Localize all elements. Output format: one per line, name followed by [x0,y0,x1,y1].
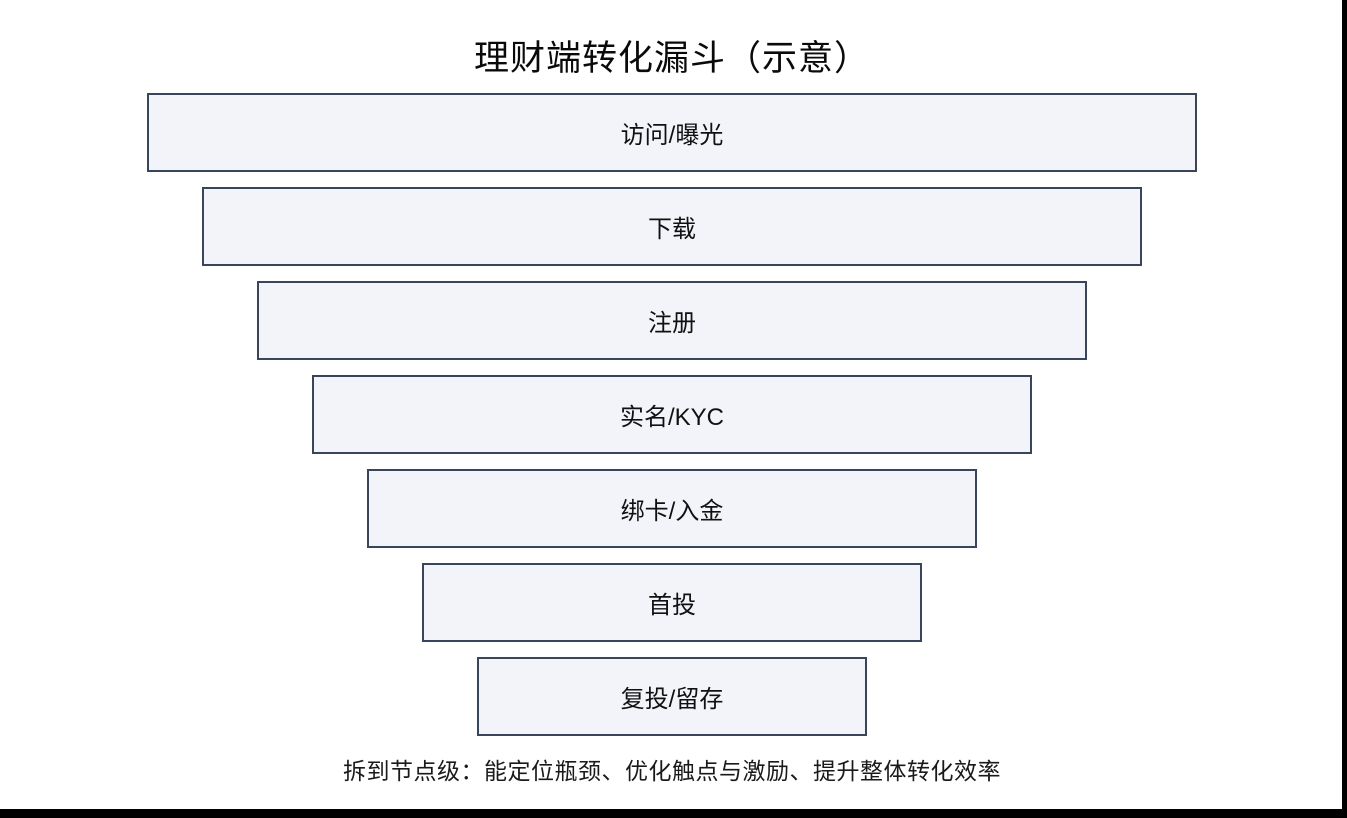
funnel-stage-bindcard-deposit: 绑卡/入金 [367,469,977,548]
funnel-stage-label: 绑卡/入金 [620,498,724,525]
funnel-stage-label: 注册 [648,310,696,337]
funnel-stage-reinvest-retention: 复投/留存 [477,657,867,736]
frame-bottom-border [0,809,1347,818]
funnel-stage-kyc: 实名/KYC [312,375,1032,454]
funnel-stage-label: 首投 [648,592,696,619]
funnel-stage-visit-exposure: 访问/曝光 [147,93,1197,172]
funnel-stage-label: 实名/KYC [619,404,724,431]
funnel-stage-first-invest: 首投 [422,563,922,642]
page-title: 理财端转化漏斗（示意） [473,39,870,78]
funnel-stage-label: 下载 [648,216,696,243]
funnel-stage-label: 访问/曝光 [620,122,724,149]
frame-right-border [1342,0,1347,818]
caption-note: 拆到节点级：能定位瓶颈、优化触点与激励、提升整体转化效率 [343,758,1001,784]
funnel-stage-label: 复投/留存 [620,686,724,713]
funnel-stage-download: 下载 [202,187,1142,266]
funnel-stage-register: 注册 [257,281,1087,360]
